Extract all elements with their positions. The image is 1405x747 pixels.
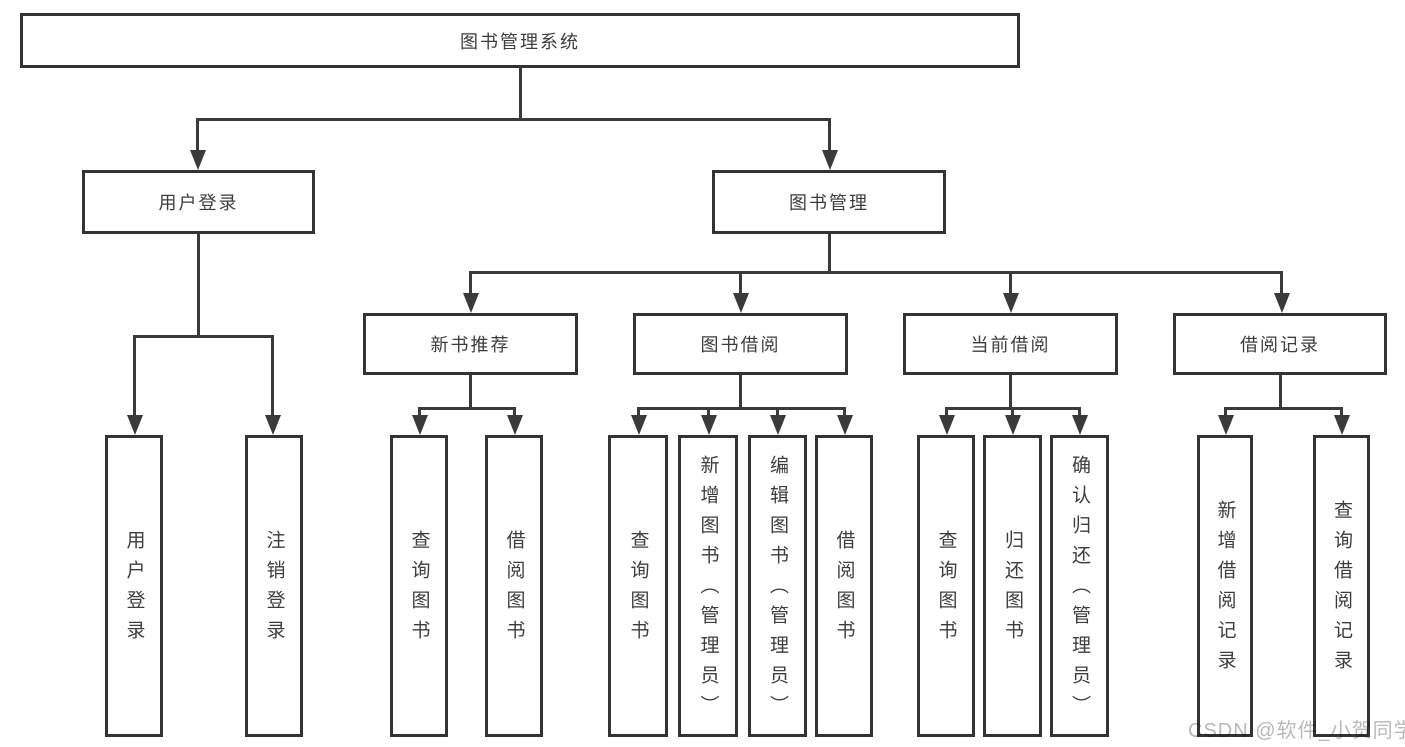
connector-line: [739, 375, 742, 407]
connector-line: [469, 271, 472, 297]
connector-line: [637, 407, 640, 419]
node-user-login: 用户登录: [82, 170, 315, 234]
node-current-borrow: 当前借阅: [903, 313, 1118, 375]
leaf-query-books: 查询图书: [390, 435, 448, 737]
node-book-borrow: 图书借阅: [633, 313, 848, 375]
connector-line: [469, 375, 472, 407]
arrow-down-icon: [463, 293, 479, 313]
arrow-down-icon: [837, 415, 853, 435]
arrow-down-icon: [822, 150, 838, 170]
connector-line: [418, 407, 516, 410]
csdn-watermark: CSDN @软件_小贺同学: [1188, 720, 1405, 742]
arrow-down-icon: [412, 415, 428, 435]
leaf-query-books: 查询图书: [608, 435, 668, 737]
node-library-system: 图书管理系统: [20, 13, 1020, 68]
connector-line: [776, 407, 779, 419]
connector-line: [197, 234, 200, 335]
leaf-query-books: 查询图书: [917, 435, 975, 737]
arrow-down-icon: [127, 415, 143, 435]
leaf-borrow-books: 借阅图书: [815, 435, 873, 737]
arrow-down-icon: [1334, 415, 1350, 435]
connector-line: [418, 407, 421, 419]
leaf-user-login: 用户登录: [105, 435, 163, 737]
arrow-down-icon: [1274, 293, 1290, 313]
arrow-down-icon: [1005, 415, 1021, 435]
connector-line: [1009, 271, 1012, 297]
leaf-add-book-admin: 新增图书（管理员）: [678, 435, 738, 737]
arrow-down-icon: [733, 293, 749, 313]
leaf-borrow-books: 借阅图书: [485, 435, 543, 737]
leaf-edit-book-admin: 编辑图书（管理员）: [748, 435, 807, 737]
arrow-down-icon: [1003, 293, 1019, 313]
connector-line: [133, 335, 274, 338]
connector-line: [513, 407, 516, 419]
leaf-logout: 注销登录: [245, 435, 303, 737]
leaf-return-book: 归还图书: [983, 435, 1042, 737]
arrow-down-icon: [770, 415, 786, 435]
connector-line: [519, 68, 522, 120]
arrow-down-icon: [190, 150, 206, 170]
leaf-query-borrow-record: 查询借阅记录: [1313, 435, 1370, 737]
node-new-book-recommend: 新书推荐: [363, 313, 578, 375]
arrow-down-icon: [1218, 415, 1234, 435]
connector-line: [1279, 375, 1282, 407]
leaf-confirm-return-admin: 确认归还（管理员）: [1050, 435, 1109, 737]
connector-line: [133, 335, 136, 417]
connector-line: [739, 271, 742, 297]
node-book-management: 图书管理: [712, 170, 946, 234]
connector-line: [196, 118, 199, 154]
connector-line: [707, 407, 710, 419]
connector-line: [637, 407, 846, 410]
connector-line: [828, 234, 831, 273]
connector-line: [1009, 375, 1012, 407]
node-borrow-records: 借阅记录: [1173, 313, 1387, 375]
connector-line: [1078, 407, 1081, 419]
connector-line: [1280, 271, 1283, 297]
arrow-down-icon: [701, 415, 717, 435]
arrow-down-icon: [631, 415, 647, 435]
arrow-down-icon: [507, 415, 523, 435]
arrow-down-icon: [1072, 415, 1088, 435]
connector-line: [945, 407, 948, 419]
connector-line: [1011, 407, 1014, 419]
connector-line: [1224, 407, 1343, 410]
connector-line: [1224, 407, 1227, 419]
arrow-down-icon: [939, 415, 955, 435]
connector-line: [196, 118, 831, 121]
connector-line: [828, 118, 831, 154]
leaf-add-borrow-record: 新增借阅记录: [1197, 435, 1253, 737]
connector-line: [271, 335, 274, 417]
connector-line: [843, 407, 846, 419]
arrow-down-icon: [265, 415, 281, 435]
connector-line: [1340, 407, 1343, 419]
connector-line: [469, 271, 1282, 274]
